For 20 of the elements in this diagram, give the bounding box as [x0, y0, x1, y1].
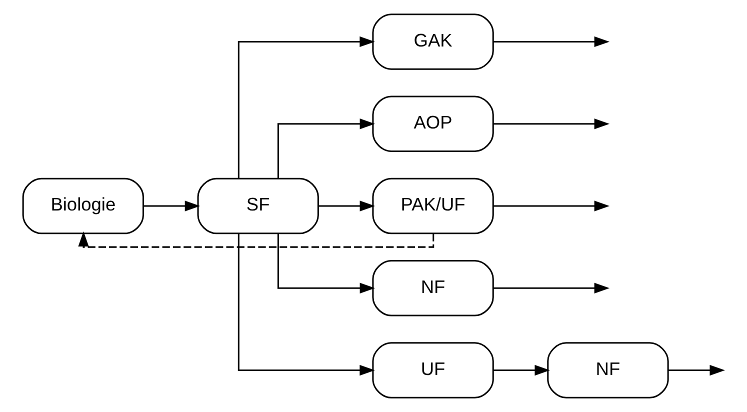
node-box: UF — [372, 342, 494, 398]
arrow — [493, 200, 610, 212]
node-box: NF — [547, 342, 669, 398]
arrow — [238, 234, 375, 376]
arrow — [493, 282, 610, 294]
arrow — [277, 234, 376, 294]
node-box: GAK — [372, 14, 494, 70]
arrow — [493, 364, 550, 376]
node-box: PAK/UF — [372, 178, 494, 234]
node-box: SF — [197, 178, 319, 234]
arrow — [668, 364, 725, 376]
node-box: Biologie — [22, 178, 144, 234]
arrow — [493, 36, 610, 48]
arrow — [493, 118, 610, 130]
arrow — [238, 36, 375, 178]
arrow — [318, 200, 376, 212]
node-box: NF — [372, 260, 494, 316]
arrow — [143, 200, 200, 212]
arrow — [277, 118, 376, 178]
node-box: AOP — [372, 96, 494, 152]
